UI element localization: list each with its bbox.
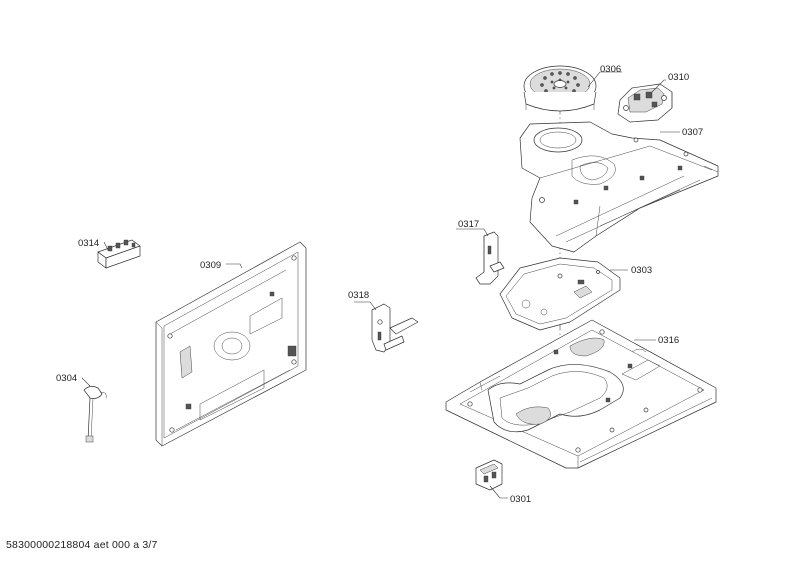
part-0306-fan-wheel — [523, 65, 597, 112]
part-0310-fan-motor — [617, 83, 673, 123]
leader-lines — [81, 71, 680, 499]
drawing-reference-footer: 58300000218804 aet 000 a 3/7 — [6, 539, 158, 551]
callout-0304: 0304 — [56, 373, 77, 384]
callout-0306: 0306 — [600, 64, 621, 75]
part-0307-air-duct — [519, 121, 719, 253]
callout-0317: 0317 — [458, 219, 479, 230]
part-0314-terminal-block — [97, 239, 141, 269]
callout-0309: 0309 — [200, 260, 221, 271]
callout-0316: 0316 — [658, 335, 679, 346]
callout-0301: 0301 — [510, 494, 531, 505]
callout-0303: 0303 — [631, 265, 652, 276]
callout-0318: 0318 — [348, 290, 369, 301]
callout-0310: 0310 — [668, 72, 689, 83]
callout-0314: 0314 — [78, 238, 99, 249]
part-0304-sensor-cable — [83, 386, 107, 443]
part-0303-cover-plate — [499, 257, 621, 331]
part-0318-side-bracket — [371, 303, 419, 353]
part-0317-bracket — [475, 231, 505, 285]
part-0316-base-frame — [445, 319, 717, 469]
part-0309-rear-panel — [155, 241, 307, 447]
callout-0307: 0307 — [682, 127, 703, 138]
part-0301-switch — [475, 459, 503, 491]
